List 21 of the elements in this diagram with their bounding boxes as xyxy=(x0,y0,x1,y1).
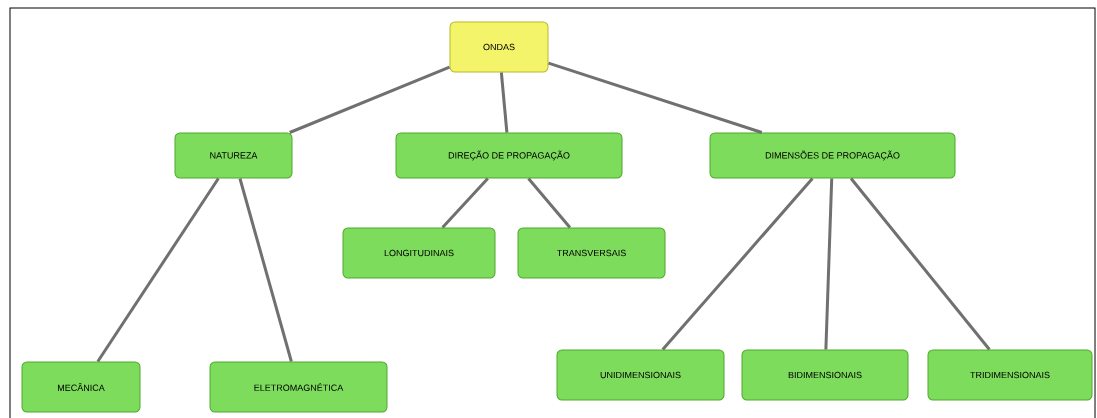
concept-box: ELETROMAGNÉTICA xyxy=(209,361,388,413)
connector-line xyxy=(527,177,572,229)
concept-box: LONGITUDINAIS xyxy=(342,227,496,279)
connector-line xyxy=(824,178,834,350)
concept-box: NATUREZA xyxy=(174,132,293,179)
connector-line xyxy=(661,177,814,351)
connector-line xyxy=(96,177,220,363)
connector-line xyxy=(289,65,451,134)
concept-box: TRIDIMENSIONAIS xyxy=(927,349,1093,401)
concept-box: UNIDIMENSIONAIS xyxy=(556,349,725,401)
connector-line xyxy=(548,61,763,134)
connector-line xyxy=(499,72,509,133)
concept-box: DIREÇÃO DE PROPAGAÇÃO xyxy=(395,132,623,179)
connector-line xyxy=(849,177,991,351)
concept-box: BIDIMENSIONAIS xyxy=(741,349,909,401)
connector-line xyxy=(238,178,293,362)
concept-box: ONDAS xyxy=(449,21,549,73)
concept-box: DIMENSÕES DE PROPAGAÇÃO xyxy=(709,132,956,179)
concept-box: TRANSVERSAIS xyxy=(517,227,666,279)
concept-box: MECÂNICA xyxy=(21,361,141,413)
connector-line xyxy=(441,177,489,229)
